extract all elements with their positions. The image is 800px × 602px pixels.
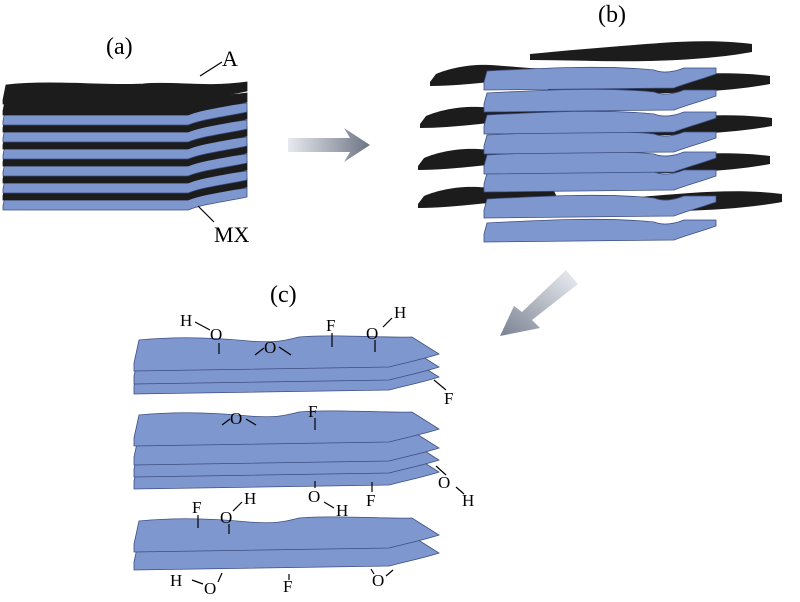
atom-f: F — [444, 389, 453, 408]
mxene-group-2 — [133, 410, 440, 490]
atom-o: O — [210, 325, 222, 344]
atom-h: H — [170, 571, 182, 590]
atom-f: F — [308, 402, 317, 421]
a-layer-label: A — [222, 46, 238, 71]
mx-sheet — [483, 218, 717, 243]
termination-bonds — [191, 317, 465, 585]
atom-h: H — [336, 501, 348, 520]
atom-o: O — [204, 579, 216, 598]
mx-sheet — [483, 88, 717, 113]
mx-sheet — [483, 194, 717, 219]
a-sheet-top — [530, 41, 752, 62]
atom-f: F — [366, 491, 375, 510]
panel-a: (a) A MX — [2, 34, 250, 247]
mxene-group-3 — [133, 516, 440, 571]
atom-o: O — [230, 409, 242, 428]
mx-sheet — [133, 335, 440, 372]
mxene-group-1 — [133, 335, 440, 395]
mx-sheet — [133, 516, 440, 553]
mx-layer-label: MX — [214, 222, 250, 247]
atom-h: H — [462, 491, 474, 510]
atom-f: F — [192, 498, 201, 517]
atom-o: O — [220, 508, 232, 527]
mx-layer-leader-line — [197, 205, 215, 223]
atom-h: H — [180, 311, 192, 330]
atom-f: F — [283, 577, 292, 596]
panel-c: (c) — [133, 282, 474, 598]
mx-sheet — [133, 410, 440, 447]
atom-o: O — [438, 473, 450, 492]
a-layer-leader-line — [199, 61, 223, 77]
arrow-a-to-b — [288, 128, 370, 162]
panel-a-label: (a) — [106, 34, 133, 60]
atom-o: O — [308, 487, 320, 506]
atom-o: O — [372, 571, 384, 590]
atom-h: H — [394, 303, 406, 322]
atom-o: O — [264, 338, 276, 357]
panel-c-label: (c) — [270, 282, 297, 308]
atom-o: O — [366, 324, 378, 343]
panel-a-stack — [2, 81, 248, 211]
arrow-b-to-c — [500, 270, 578, 336]
atom-h: H — [244, 489, 256, 508]
mx-sheet — [483, 130, 717, 155]
panel-b: (b) — [418, 2, 782, 243]
panel-b-label: (b) — [598, 2, 626, 28]
atom-f: F — [326, 316, 335, 335]
